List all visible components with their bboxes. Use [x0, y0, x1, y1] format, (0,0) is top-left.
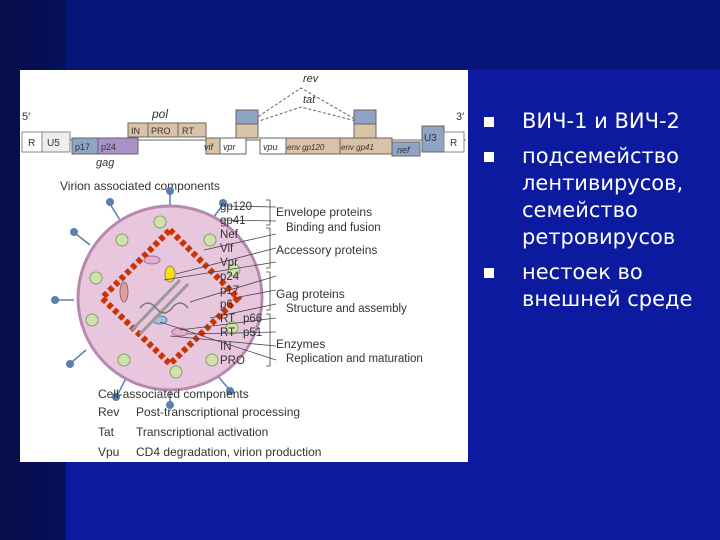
- group-envelope-sub: Binding and fusion: [286, 222, 381, 234]
- gene-rev-exon2: [354, 124, 376, 138]
- bullet-item: ВИЧ-1 и ВИЧ-2: [484, 108, 720, 135]
- gene-tat-exon2: [354, 110, 376, 124]
- label-p24: p24: [220, 271, 240, 283]
- vpu-gene-label: vpu: [263, 142, 278, 152]
- label-rt-1: RT: [220, 313, 235, 325]
- tat-splice-line: [256, 107, 360, 122]
- bullet-square-icon: [484, 268, 494, 278]
- cell-row-tat-name: Tat: [98, 425, 115, 439]
- nef-gene-label: nef: [397, 145, 411, 155]
- hiv-diagram: rev tat pol 5′ 3′ R U5 p17 p24 gag IN PR…: [20, 70, 468, 462]
- bullet-item: нестоек во внешней среде: [484, 259, 720, 313]
- hiv-diagram-svg: rev tat pol 5′ 3′ R U5 p17 p24 gag IN PR…: [20, 70, 468, 462]
- three-prime-label: 3′: [456, 111, 464, 123]
- rt-gene-label: RT: [182, 126, 194, 136]
- cell-row-rev-name: Rev: [98, 405, 119, 419]
- label-gp41: gp41: [220, 215, 246, 227]
- rev-label: rev: [303, 73, 320, 85]
- five-prime-label: 5′: [22, 111, 30, 123]
- cell-row-rev-desc: Post-transcriptional processing: [136, 405, 300, 419]
- group-brackets: [266, 200, 270, 366]
- u3-label: U3: [424, 133, 437, 144]
- group-enzymes-sub: Replication and maturation: [286, 353, 423, 365]
- env-gp41-label: env gp41: [341, 143, 374, 152]
- label-p17: p17: [220, 285, 239, 297]
- bullet-square-icon: [484, 152, 494, 162]
- group-enzymes-title: Enzymes: [276, 337, 325, 351]
- label-pro: PRO: [220, 355, 245, 367]
- p17-gene-label: p17: [75, 142, 90, 152]
- label-nef: Nef: [220, 229, 239, 241]
- label-vif: Vif: [220, 243, 234, 255]
- label-rt-2: RT: [220, 327, 235, 339]
- group-gag-sub: Structure and assembly: [286, 303, 407, 315]
- label-gp120: gp120: [220, 201, 252, 213]
- cell-components: Cell-associated components Rev Post-tran…: [98, 387, 321, 459]
- gene-rev-exon1: [236, 124, 258, 138]
- p24-gene-label: p24: [101, 142, 116, 152]
- r-left-label: R: [28, 138, 35, 149]
- virion-section-title: Virion associated components: [60, 179, 220, 193]
- env-gp120-label: env gp120: [287, 143, 325, 152]
- bullet-text: подсемейство лентивирусов, семейство рет…: [522, 144, 683, 249]
- bullet-text: ВИЧ-1 и ВИЧ-2: [522, 109, 680, 133]
- label-p66: p66: [243, 313, 262, 325]
- group-titles: Envelope proteins Binding and fusion Acc…: [276, 205, 423, 365]
- bullet-text: нестоек во внешней среде: [522, 260, 692, 311]
- label-p51: p51: [243, 327, 262, 339]
- cell-section-title: Cell-associated components: [98, 387, 249, 401]
- group-envelope-title: Envelope proteins: [276, 205, 372, 219]
- label-p6: p6: [220, 299, 233, 311]
- cell-row-vpu-name: Vpu: [98, 445, 119, 459]
- label-in: IN: [220, 341, 232, 353]
- cell-row-vpu-desc: CD4 degradation, virion production: [136, 445, 321, 459]
- gene-tat-exon1: [236, 110, 258, 124]
- bullet-list: ВИЧ-1 и ВИЧ-2 подсемейство лентивирусов,…: [484, 108, 720, 321]
- u5-label: U5: [47, 138, 60, 149]
- gag-label: gag: [96, 157, 115, 169]
- group-gag-title: Gag proteins: [276, 287, 345, 301]
- bullet-square-icon: [484, 117, 494, 127]
- vif-gene-label: vif: [204, 142, 214, 152]
- pol-label: pol: [151, 107, 168, 121]
- group-accessory-title: Accessory proteins: [276, 243, 377, 257]
- genome-map: rev tat pol 5′ 3′ R U5 p17 p24 gag IN PR…: [22, 73, 466, 169]
- r-right-label: R: [450, 138, 457, 149]
- pro-gene-label: PRO: [151, 126, 171, 136]
- label-vpr: Vpr: [220, 257, 238, 269]
- slide-top-band: [66, 0, 720, 70]
- in-gene-label: IN: [131, 126, 140, 136]
- bullet-item: подсемейство лентивирусов, семейство рет…: [484, 143, 720, 251]
- cell-row-tat-desc: Transcriptional activation: [136, 425, 268, 439]
- vpr-gene-label: vpr: [223, 142, 237, 152]
